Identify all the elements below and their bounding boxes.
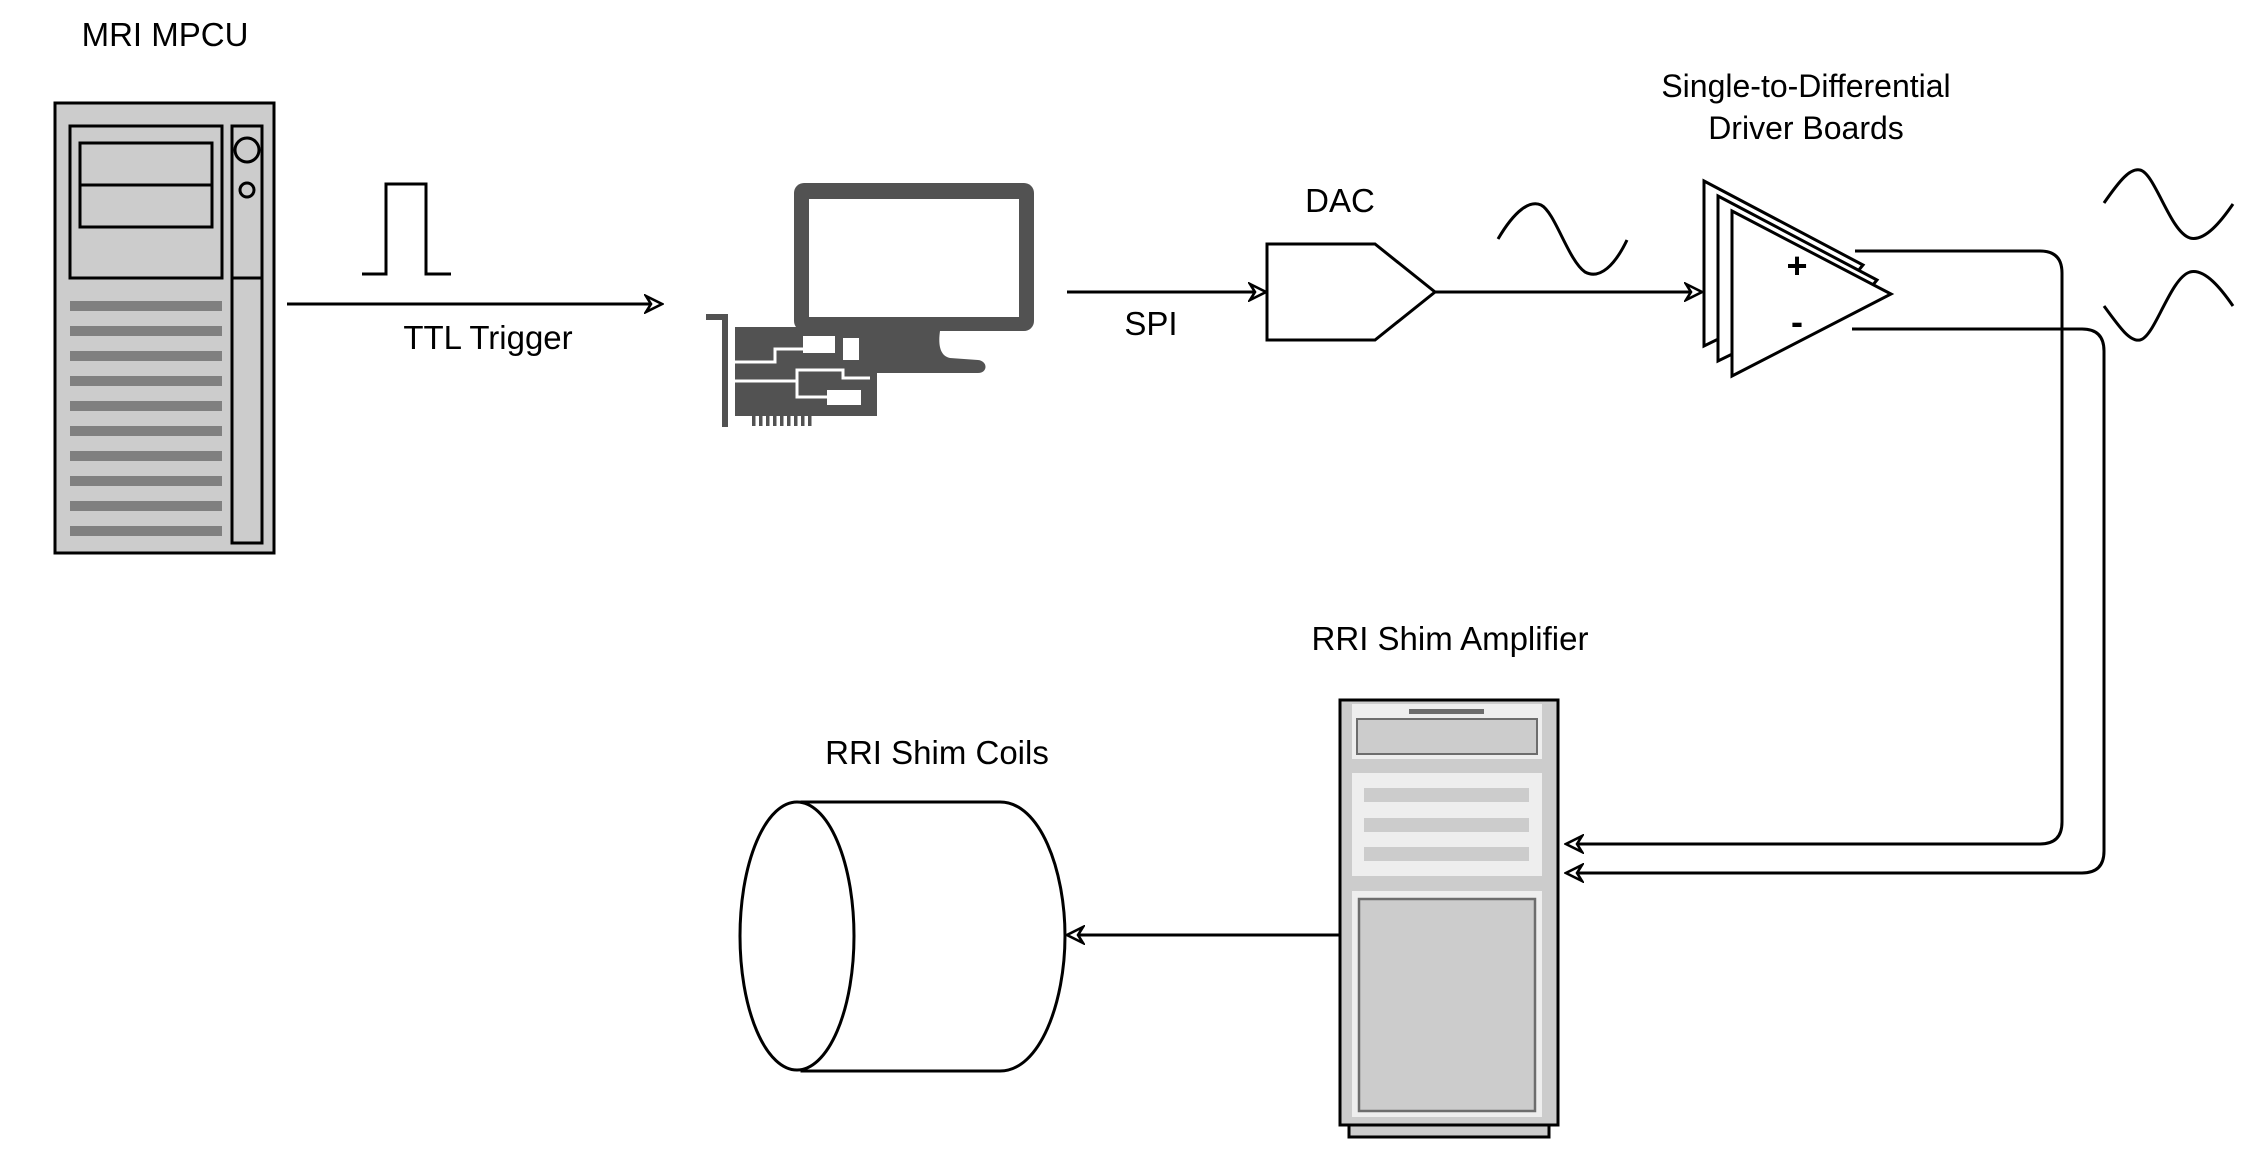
vent-slot [70,501,222,511]
server-tower-icon [53,101,276,555]
mpcu-label: MRI MPCU [82,16,249,53]
pcie-pin [801,416,805,426]
pcie-pin [787,416,791,426]
pcie-pin [808,416,812,426]
vent-slot [70,301,222,311]
pcie-pin [773,416,777,426]
vent-slot [70,451,222,461]
driver-label-line2: Driver Boards [1708,110,1904,146]
desktop-computer-with-pcie-card-icon [706,183,1034,427]
pcie-pin [766,416,770,426]
minus-sign: - [1791,301,1803,342]
square-pulse-icon [362,182,451,276]
diff-positive-line [1566,249,2064,844]
vent-slot [70,326,222,336]
coils-label: RRI Shim Coils [825,734,1049,771]
sine-wave-icon [2102,168,2235,240]
pcie-pin [780,416,784,426]
pcie-pin [752,416,756,426]
inverted-sine-wave-icon [2102,270,2235,342]
spi-label: SPI [1124,305,1177,342]
vent-slot [70,426,222,436]
vent-slot [70,351,222,361]
sine-wave-icon [1496,202,1629,276]
vent-slot [70,401,222,411]
plus-sign: + [1786,245,1807,286]
diff-negative-line [1566,327,2106,873]
amplifier-rack-icon [1338,698,1560,1139]
vent-slot [70,526,222,536]
ttl-trigger-label: TTL Trigger [403,319,572,356]
dac-block-icon [1265,242,1438,342]
cylinder-coil-icon [738,800,1067,1073]
vent-slot [70,476,222,486]
pcie-pin [794,416,798,426]
stacked-op-amp-icon: + - [1702,178,1895,379]
driver-label-line1: Single-to-Differential [1661,68,1950,104]
amplifier-label: RRI Shim Amplifier [1312,620,1589,657]
dac-label: DAC [1305,182,1375,219]
pcie-pin [759,416,763,426]
vent-slot [70,376,222,386]
